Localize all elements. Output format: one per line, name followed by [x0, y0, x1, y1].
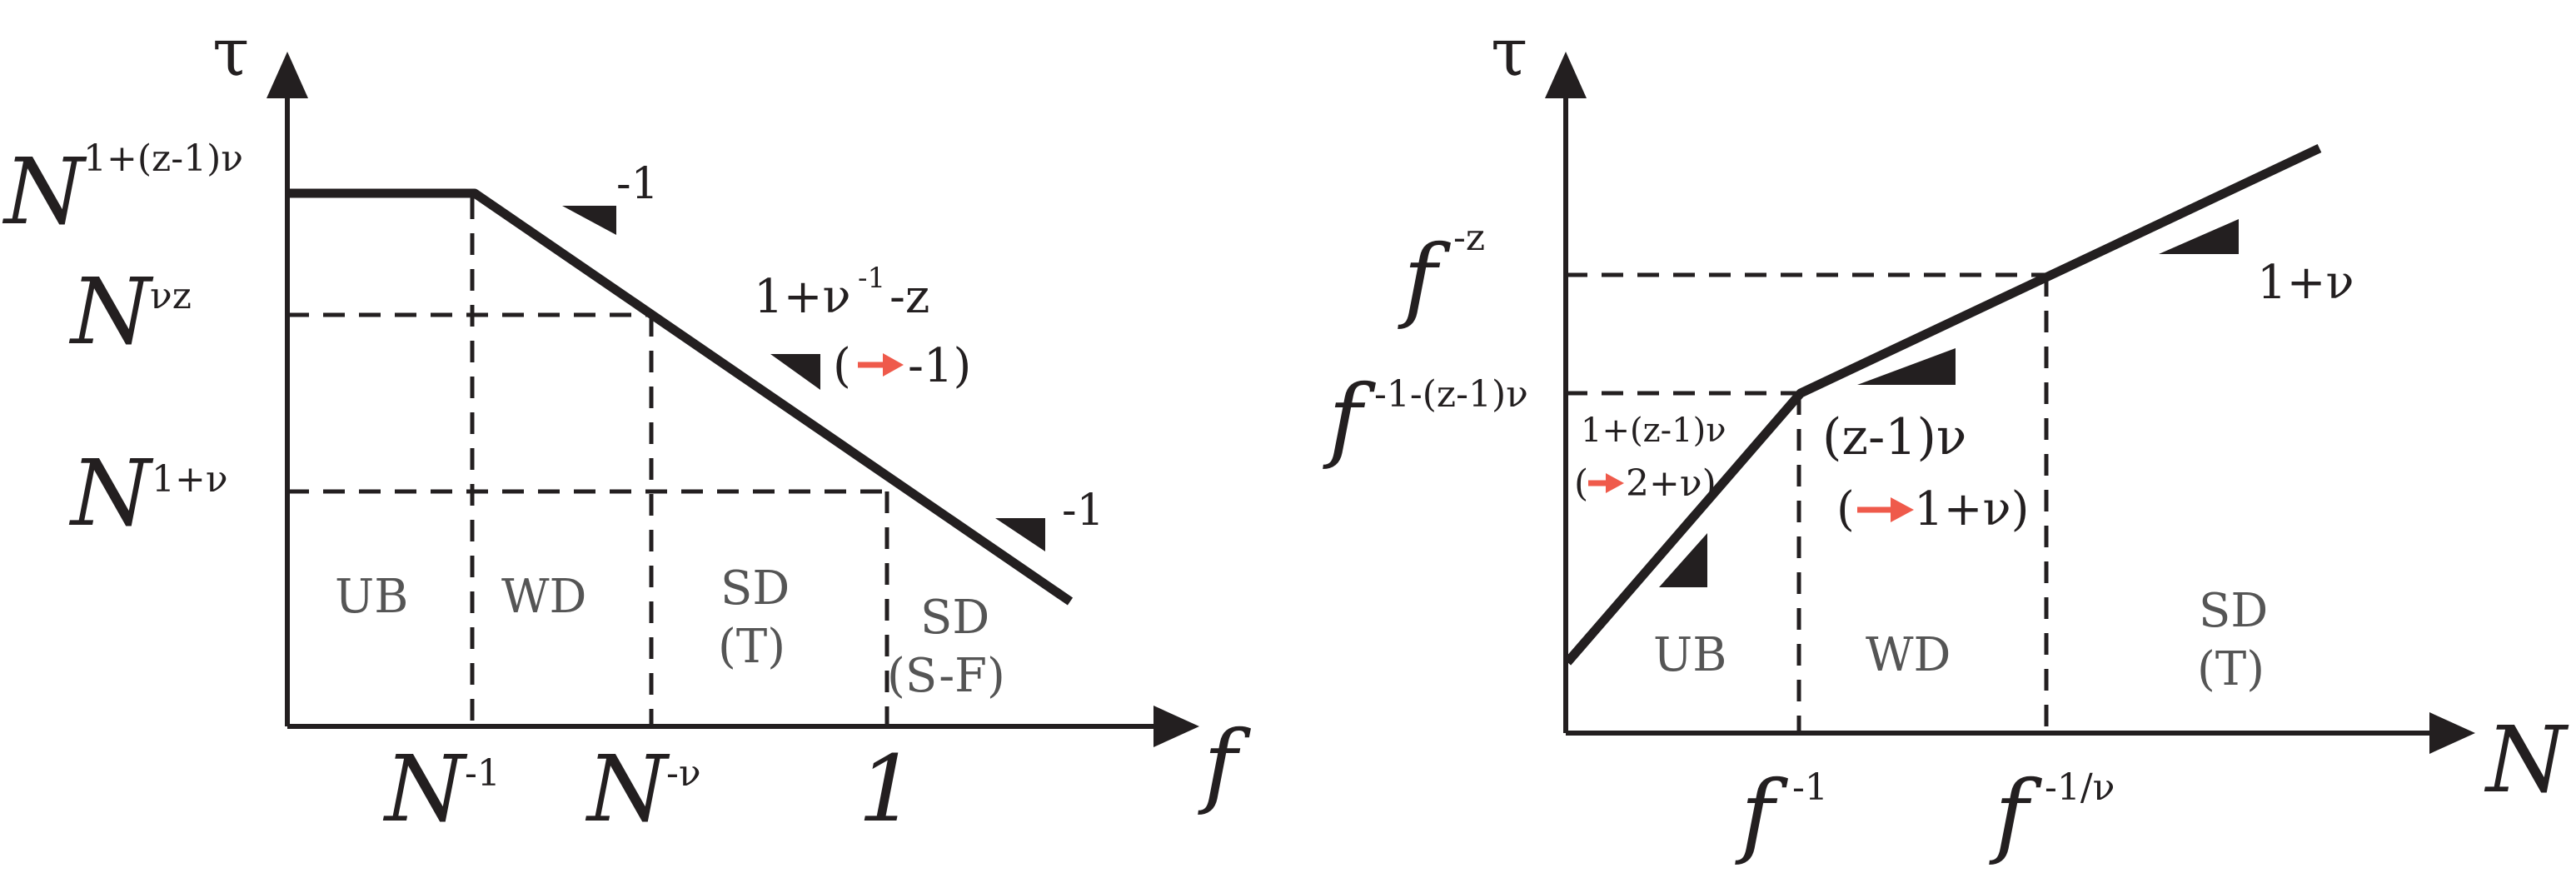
right-region-wd: WD: [1866, 628, 1951, 682]
left-x-tick-2-exp: -ν: [666, 752, 701, 795]
left-y-tick-1-base: N: [2, 138, 87, 245]
right-slope-limit-2-value: 1+ν): [1914, 482, 2029, 536]
left-slope-label-1: -1: [616, 159, 659, 209]
right-x-tick-2-exp: -1/ν: [2045, 766, 2115, 809]
left-x-tick-1-exp: -1: [465, 752, 501, 795]
right-red-arrow-icon-2: [1857, 497, 1914, 522]
right-y-tick-2-base: f: [1323, 365, 1376, 471]
left-slope-label-3: -1: [1062, 486, 1104, 536]
left-y-tick-3-exp: 1+ν: [152, 458, 228, 501]
right-region-ub: UB: [1653, 628, 1726, 682]
left-y-tick-2-base: N: [68, 258, 154, 365]
right-slope-limit-1-value: 2+ν): [1626, 462, 1717, 505]
left-x-tick-3-base: 1: [858, 736, 916, 842]
right-slope-limit-1-open: (: [1574, 462, 1588, 505]
right-panel: τ N f -z f -1-(z-1)ν f -1 f -1/ν UB WD S…: [1323, 13, 2569, 867]
left-region-sd-sf-line1: SD: [920, 591, 989, 645]
left-x-arrowhead: [1153, 706, 1199, 747]
right-slope-label-3: 1+ν: [2257, 256, 2354, 310]
left-slope-triangle-3: [995, 518, 1045, 551]
left-slope-label-2-tail: -z: [889, 270, 929, 324]
left-red-arrow-icon: [858, 353, 904, 377]
left-x-tick-1-base: N: [382, 736, 468, 842]
left-slope-limit-value: -1): [908, 339, 971, 393]
right-region-sd-t-line2: (T): [2197, 642, 2265, 696]
right-slope-triangle-3: [2159, 219, 2239, 254]
right-y-axis-label: τ: [1491, 13, 1527, 91]
right-y-tick-2-exp: -1-(z-1)ν: [1374, 373, 1528, 416]
left-region-ub: UB: [335, 570, 408, 624]
left-region-sd-sf-line2: (S-F): [887, 649, 1005, 703]
left-region-sd-t-line1: SD: [720, 561, 790, 616]
right-x-tick-2-base: f: [1989, 761, 2042, 867]
left-x-tick-2-base: N: [585, 736, 670, 842]
left-y-tick-2-exp: νz: [150, 275, 192, 317]
right-x-tick-1-exp: -1: [1792, 766, 1828, 809]
left-x-axis-label: f: [1198, 711, 1251, 817]
left-slope-triangle-1: [562, 206, 616, 235]
left-y-arrowhead: [267, 52, 308, 98]
right-slope-triangle-2: [1857, 348, 1956, 385]
right-y-tick-1-exp: -z: [1453, 217, 1485, 259]
left-slope-label-2-main: 1+ν: [754, 270, 851, 324]
left-slope-triangle-2: [770, 354, 820, 390]
right-x-arrowhead: [2429, 712, 2475, 754]
right-region-sd-t-line1: SD: [2199, 584, 2268, 638]
left-region-wd: WD: [501, 570, 586, 624]
left-region-sd-t-line2: (T): [718, 620, 785, 674]
left-slope-limit-open: (: [833, 339, 851, 393]
left-y-axis-label: τ: [212, 13, 249, 91]
left-y-tick-3-base: N: [68, 440, 154, 546]
right-red-arrow-icon-1: [1588, 473, 1624, 493]
right-y-tick-1-base: f: [1398, 225, 1451, 332]
right-y-arrowhead: [1545, 52, 1587, 98]
right-slope-triangle-1: [1659, 533, 1707, 587]
right-slope-limit-2-open: (: [1836, 482, 1855, 536]
left-panel: τ f N 1+(z-1)ν N νz N 1+ν N -1 N -ν 1 UB…: [2, 13, 1251, 842]
left-y-tick-1-exp: 1+(z-1)ν: [83, 137, 243, 180]
right-x-axis-label: N: [2484, 706, 2569, 813]
right-slope-label-1: 1+(z-1)ν: [1581, 412, 1726, 450]
left-slope-label-2-exp: -1: [858, 262, 885, 295]
right-x-tick-1-base: f: [1735, 761, 1788, 867]
right-slope-label-2: (z-1)ν: [1822, 408, 1966, 466]
left-tau-curve: [287, 188, 1074, 606]
